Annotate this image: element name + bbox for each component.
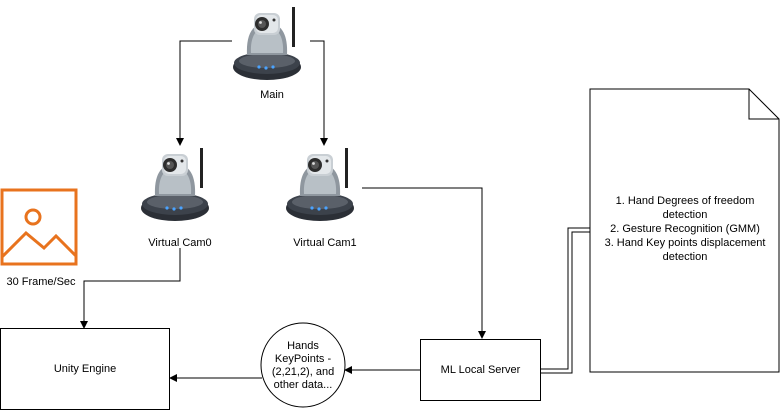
unity-engine-box: Unity Engine: [0, 328, 170, 410]
edge-cam1-to-ml: [362, 187, 486, 339]
edge-ml-to-note-b: [541, 231, 590, 374]
keypoints-line: (2,21,2), and: [271, 366, 335, 378]
note-text: 1. Hand Degrees of freedom detection 2. …: [592, 194, 778, 264]
main-camera-icon: [233, 7, 301, 80]
note-line: 3. Hand Key points displacement: [604, 237, 766, 249]
note-shape: [589, 88, 780, 373]
unity-engine-label: Unity Engine: [53, 363, 117, 375]
frame-rate-label: 30 Frame/Sec: [6, 276, 76, 288]
edge-main-to-cam1: [310, 40, 328, 146]
virtual-cam1-label: Virtual Cam1: [293, 237, 357, 249]
edge-ml-to-note-a: [541, 227, 590, 370]
note-line: detection: [662, 209, 708, 221]
ml-server-label: ML Local Server: [440, 364, 521, 376]
keypoints-text: Hands KeyPoints - (2,21,2), and other da…: [258, 340, 348, 392]
virtual-cam1-icon: [286, 148, 354, 221]
virtual-cam0-label: Virtual Cam0: [148, 237, 212, 249]
note-line: 1. Hand Degrees of freedom: [615, 195, 755, 207]
image-icon: [0, 188, 78, 266]
keypoints-line: other data...: [273, 379, 333, 391]
edge-cam0-to-unity: [80, 248, 181, 329]
keypoints-line: Hands: [287, 340, 319, 352]
virtual-cam0-icon: [141, 148, 209, 221]
ml-server-box: ML Local Server: [420, 339, 541, 401]
keypoints-line: KeyPoints -: [274, 353, 332, 365]
keypoints-bubble: [260, 322, 346, 408]
note-line: 2. Gesture Recognition (GMM): [610, 223, 760, 235]
edge-main-to-cam0: [176, 40, 232, 146]
main-camera-label: Main: [260, 89, 284, 101]
note-line: detection: [662, 251, 708, 263]
